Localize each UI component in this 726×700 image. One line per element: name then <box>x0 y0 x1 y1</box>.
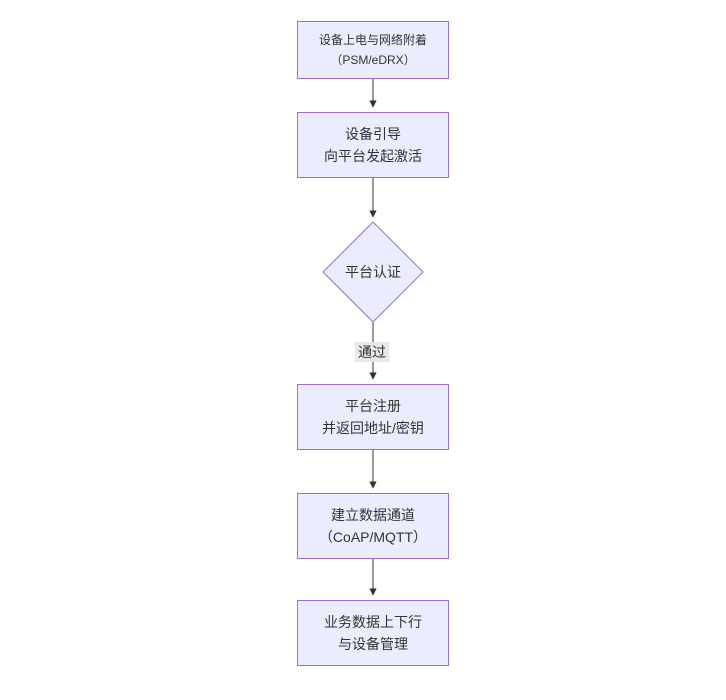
node-platform-register: 平台注册 并返回地址/密钥 <box>297 384 449 450</box>
node-data-channel: 建立数据通道 （CoAP/MQTT） <box>297 493 449 559</box>
node-label-line: 设备引导 <box>345 126 401 142</box>
node-label-line: 业务数据上下行 <box>324 614 422 630</box>
node-label-line: 平台注册 <box>345 398 401 414</box>
node-label-line: 向平台发起激活 <box>324 148 422 164</box>
node-device-bootstrap: 设备引导 向平台发起激活 <box>297 112 449 178</box>
node-label-line: （CoAP/MQTT） <box>318 529 428 545</box>
node-business-data-management: 业务数据上下行 与设备管理 <box>297 600 449 666</box>
edge-label-pass: 通过 <box>355 342 389 362</box>
node-label-line: 设备上电与网络附着 <box>318 33 427 47</box>
node-label-line: 与设备管理 <box>338 636 408 652</box>
node-label-line: （PSM/eDRX） <box>330 53 416 67</box>
node-power-on-network-attach: 设备上电与网络附着 （PSM/eDRX） <box>297 21 449 79</box>
node-label-line: 建立数据通道 <box>331 507 415 523</box>
decision-diamond-shape <box>322 221 424 323</box>
node-label-line: 并返回地址/密钥 <box>322 420 424 436</box>
